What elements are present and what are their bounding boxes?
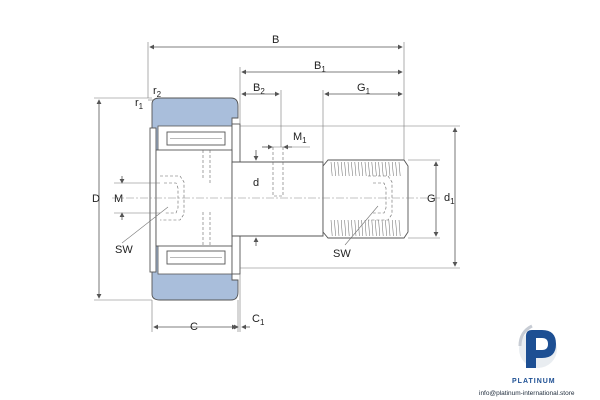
thread-hatch-line bbox=[357, 161, 360, 177]
platinum-watermark: PLATINUM info@platinum-international.sto… bbox=[479, 324, 575, 397]
thread-hatch-line bbox=[351, 161, 353, 177]
thread-hatch-line bbox=[361, 219, 364, 237]
thread-hatch-line bbox=[357, 219, 360, 237]
thread-hatch-line bbox=[361, 161, 364, 177]
dimension-labels: B B1 B2 G1 r2 r1 M1 D M d G d1 SW SW C C… bbox=[92, 34, 455, 333]
thread-hatch-line bbox=[388, 219, 391, 237]
thread-hatching bbox=[330, 161, 401, 237]
label-r2: r2 bbox=[153, 85, 162, 99]
label-B: B bbox=[272, 34, 279, 46]
label-C1: C1 bbox=[252, 313, 265, 327]
thread-hatch-line bbox=[395, 219, 398, 237]
label-d1: d1 bbox=[444, 192, 455, 206]
thread-hatch-line bbox=[378, 219, 381, 237]
thread-hatch-line bbox=[344, 219, 347, 237]
dimension-lines bbox=[94, 42, 460, 332]
washer-left bbox=[149, 127, 157, 273]
thread-hatch-line bbox=[347, 219, 350, 237]
thread-hatch-line bbox=[391, 161, 394, 177]
thread-hatch-line bbox=[385, 161, 387, 177]
thread-hatch-line bbox=[337, 219, 340, 237]
bearing-section bbox=[149, 97, 409, 301]
thread-hatch-line bbox=[368, 161, 370, 177]
stud-shank bbox=[231, 161, 324, 237]
thread-hatch-line bbox=[381, 161, 384, 177]
thread-hatch-line bbox=[347, 161, 350, 177]
label-SW-left: SW bbox=[115, 244, 133, 256]
thread-hatch-line bbox=[378, 161, 381, 177]
label-M: M bbox=[114, 193, 123, 205]
label-M1: M1 bbox=[293, 131, 307, 145]
thread-hatch-line bbox=[364, 161, 367, 177]
thread-hatch-line bbox=[344, 161, 347, 177]
platinum-p-logo-icon bbox=[518, 324, 557, 368]
thread-hatch-line bbox=[381, 219, 384, 237]
label-D: D bbox=[92, 193, 100, 205]
thread-hatch-line bbox=[385, 219, 387, 237]
label-G: G bbox=[427, 193, 436, 205]
label-SW-right: SW bbox=[333, 248, 351, 260]
label-C: C bbox=[190, 321, 198, 333]
stud-thread bbox=[322, 159, 409, 239]
thread-hatch-line bbox=[330, 161, 333, 177]
label-B2: B2 bbox=[253, 82, 265, 96]
thread-hatch-line bbox=[330, 219, 333, 237]
label-r1: r1 bbox=[135, 97, 144, 111]
thread-hatch-line bbox=[354, 161, 357, 177]
thread-hatch-line bbox=[371, 161, 374, 177]
label-G1: G1 bbox=[357, 82, 371, 96]
thread-hatch-line bbox=[354, 219, 357, 237]
thread-hatch-line bbox=[334, 161, 336, 177]
thread-hatch-line bbox=[334, 219, 336, 237]
thread-hatch-line bbox=[398, 219, 401, 237]
label-d: d bbox=[253, 177, 259, 189]
thread-hatch-line bbox=[398, 161, 401, 177]
thread-hatch-line bbox=[388, 161, 391, 177]
brand-name: PLATINUM bbox=[512, 378, 556, 385]
thread-hatch-line bbox=[374, 161, 377, 177]
contact-email: info@platinum-international.store bbox=[479, 390, 575, 397]
thread-hatch-line bbox=[391, 219, 394, 237]
thread-hatch-line bbox=[337, 161, 340, 177]
label-B1: B1 bbox=[314, 60, 326, 74]
thread-hatch-line bbox=[374, 219, 377, 237]
thread-hatch-line bbox=[368, 219, 370, 237]
thread-hatch-line bbox=[340, 161, 343, 177]
thread-hatch-line bbox=[364, 219, 367, 237]
thread-hatch-line bbox=[351, 219, 353, 237]
thread-hatch-line bbox=[395, 161, 398, 177]
thread-hatch-line bbox=[371, 219, 374, 237]
thread-hatch-line bbox=[340, 219, 343, 237]
